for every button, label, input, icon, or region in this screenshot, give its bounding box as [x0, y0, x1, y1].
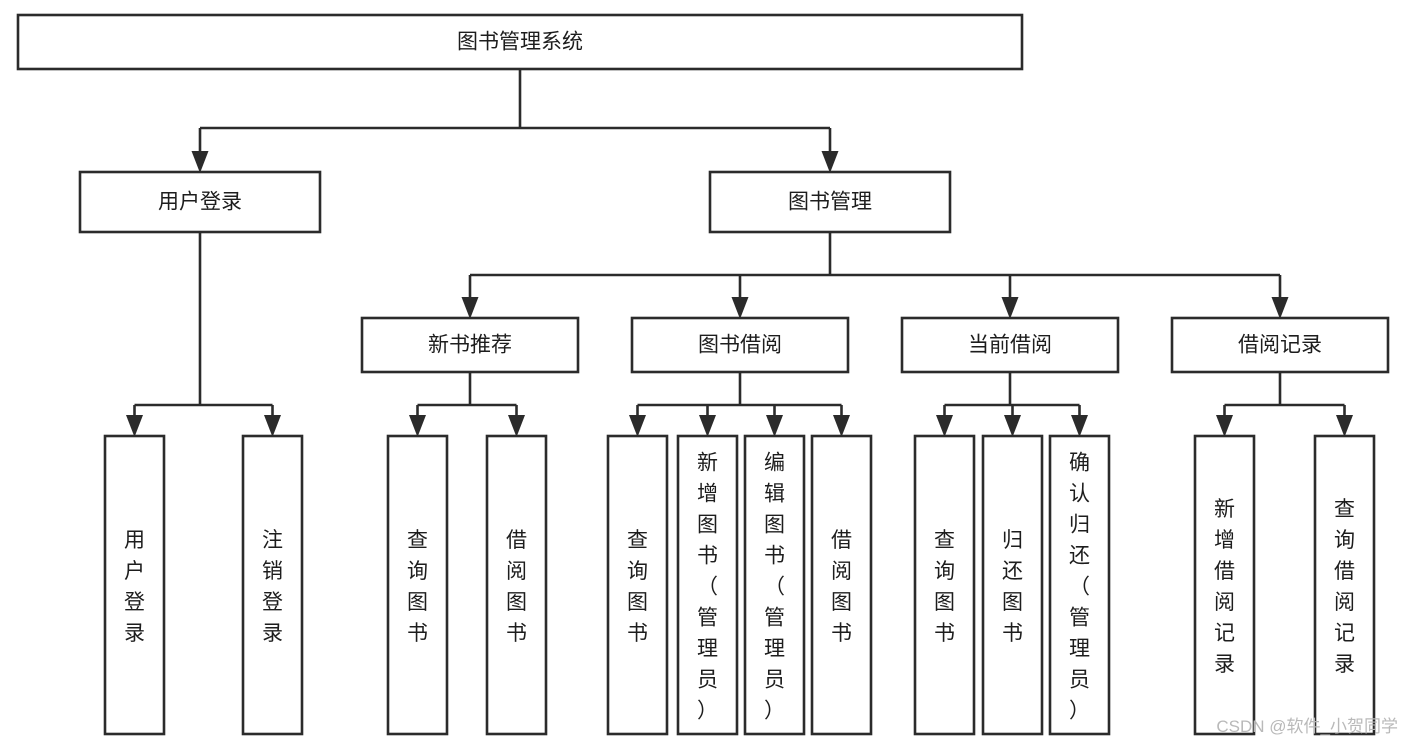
node-box[interactable] — [913, 434, 976, 736]
arrow-head-icon — [629, 415, 646, 437]
node-label: 当前借阅 — [968, 334, 1052, 357]
arrow-head-icon — [1001, 297, 1019, 319]
connector-group-root — [191, 69, 839, 173]
arrow-head-icon — [1004, 415, 1021, 437]
connector-group-user-login — [126, 232, 281, 437]
arrow-head-icon — [409, 415, 426, 437]
arrow-head-icon — [699, 415, 716, 437]
node-box[interactable] — [743, 434, 806, 736]
arrow-head-icon — [1216, 415, 1233, 437]
node-box[interactable] — [360, 316, 580, 374]
node-label: 查询借阅记录 — [1334, 498, 1355, 676]
node-user-login[interactable]: 用户登录 — [78, 170, 322, 234]
node-box[interactable] — [981, 434, 1044, 736]
node-box[interactable] — [810, 434, 873, 736]
node-new-book-recommend[interactable]: 新书推荐 — [360, 316, 580, 374]
node-box[interactable] — [1313, 434, 1376, 736]
node-root[interactable]: 图书管理系统 — [16, 13, 1024, 71]
node-box[interactable] — [630, 316, 850, 374]
node-label: 用户登录 — [124, 529, 145, 645]
node-label: 借阅图书 — [831, 529, 852, 645]
connector-group-book-borrow — [629, 372, 850, 437]
watermark-label: CSDN @软件_小贺同学 — [1216, 717, 1398, 736]
node-leaf-query-book-recommend[interactable]: 查询图书 — [386, 434, 449, 736]
node-leaf-logout[interactable]: 注销登录 — [241, 434, 304, 736]
arrow-head-icon — [936, 415, 953, 437]
node-book-management[interactable]: 图书管理 — [708, 170, 952, 234]
node-box[interactable] — [1193, 434, 1256, 736]
node-leaf-borrow-book[interactable]: 借阅图书 — [810, 434, 873, 736]
node-leaf-user-login[interactable]: 用户登录 — [103, 434, 166, 736]
node-label: 查询图书 — [627, 529, 648, 645]
connector-group-new-book-recommend — [409, 372, 525, 437]
node-label: 新增图书（管理员） — [697, 452, 718, 723]
node-current-borrow[interactable]: 当前借阅 — [900, 316, 1120, 374]
arrow-head-icon — [766, 415, 783, 437]
arrow-head-icon — [461, 297, 479, 319]
node-box[interactable] — [78, 170, 322, 234]
node-leaf-edit-book[interactable]: 编辑图书（管理员） — [743, 434, 806, 736]
arrow-head-icon — [508, 415, 525, 437]
node-label: 用户登录 — [158, 191, 242, 214]
node-leaf-add-borrow-record[interactable]: 新增借阅记录 — [1193, 434, 1256, 736]
node-label: 图书管理系统 — [457, 31, 583, 54]
arrow-head-icon — [1336, 415, 1353, 437]
arrow-head-icon — [731, 297, 749, 319]
connector-group-book-management — [461, 232, 1289, 319]
arrow-head-icon — [126, 415, 143, 437]
node-leaf-return-book[interactable]: 归还图书 — [981, 434, 1044, 736]
node-box[interactable] — [676, 434, 739, 736]
arrow-head-icon — [264, 415, 281, 437]
node-leaf-query-book-borrow[interactable]: 查询图书 — [606, 434, 669, 736]
node-box[interactable] — [485, 434, 548, 736]
node-label: 新增借阅记录 — [1214, 498, 1235, 676]
node-box[interactable] — [606, 434, 669, 736]
node-label: 编辑图书（管理员） — [764, 452, 785, 723]
node-label: 查询图书 — [934, 529, 955, 645]
arrow-head-icon — [833, 415, 850, 437]
node-label: 注销登录 — [262, 529, 283, 645]
arrow-head-icon — [821, 151, 839, 173]
node-label: 借阅记录 — [1238, 334, 1322, 357]
node-layer: 图书管理系统用户登录图书管理新书推荐图书借阅当前借阅借阅记录用户登录注销登录查询… — [16, 13, 1390, 736]
node-book-borrow[interactable]: 图书借阅 — [630, 316, 850, 374]
node-box[interactable] — [1048, 434, 1111, 736]
node-label: 图书管理 — [788, 191, 872, 214]
node-box[interactable] — [103, 434, 166, 736]
node-box[interactable] — [386, 434, 449, 736]
node-box[interactable] — [708, 170, 952, 234]
node-label: 图书借阅 — [698, 334, 782, 357]
node-box[interactable] — [1170, 316, 1390, 374]
connector-group-borrow-record — [1216, 372, 1353, 437]
node-borrow-record[interactable]: 借阅记录 — [1170, 316, 1390, 374]
node-box[interactable] — [16, 13, 1024, 71]
node-label: 归还图书 — [1002, 529, 1023, 645]
node-leaf-confirm-return[interactable]: 确认归还（管理员） — [1048, 434, 1111, 736]
arrow-head-icon — [1271, 297, 1289, 319]
node-box[interactable] — [900, 316, 1120, 374]
connector-layer — [126, 69, 1353, 437]
arrow-head-icon — [191, 151, 209, 173]
connector-group-current-borrow — [936, 372, 1088, 437]
node-label: 确认归还（管理员） — [1069, 452, 1090, 723]
node-box[interactable] — [241, 434, 304, 736]
node-leaf-query-book-current[interactable]: 查询图书 — [913, 434, 976, 736]
node-leaf-add-book[interactable]: 新增图书（管理员） — [676, 434, 739, 736]
node-label: 新书推荐 — [428, 334, 512, 357]
node-label: 借阅图书 — [506, 529, 527, 645]
node-leaf-query-borrow-record[interactable]: 查询借阅记录 — [1313, 434, 1376, 736]
arrow-head-icon — [1071, 415, 1088, 437]
node-label: 查询图书 — [407, 529, 428, 645]
node-leaf-borrow-book-recommend[interactable]: 借阅图书 — [485, 434, 548, 736]
